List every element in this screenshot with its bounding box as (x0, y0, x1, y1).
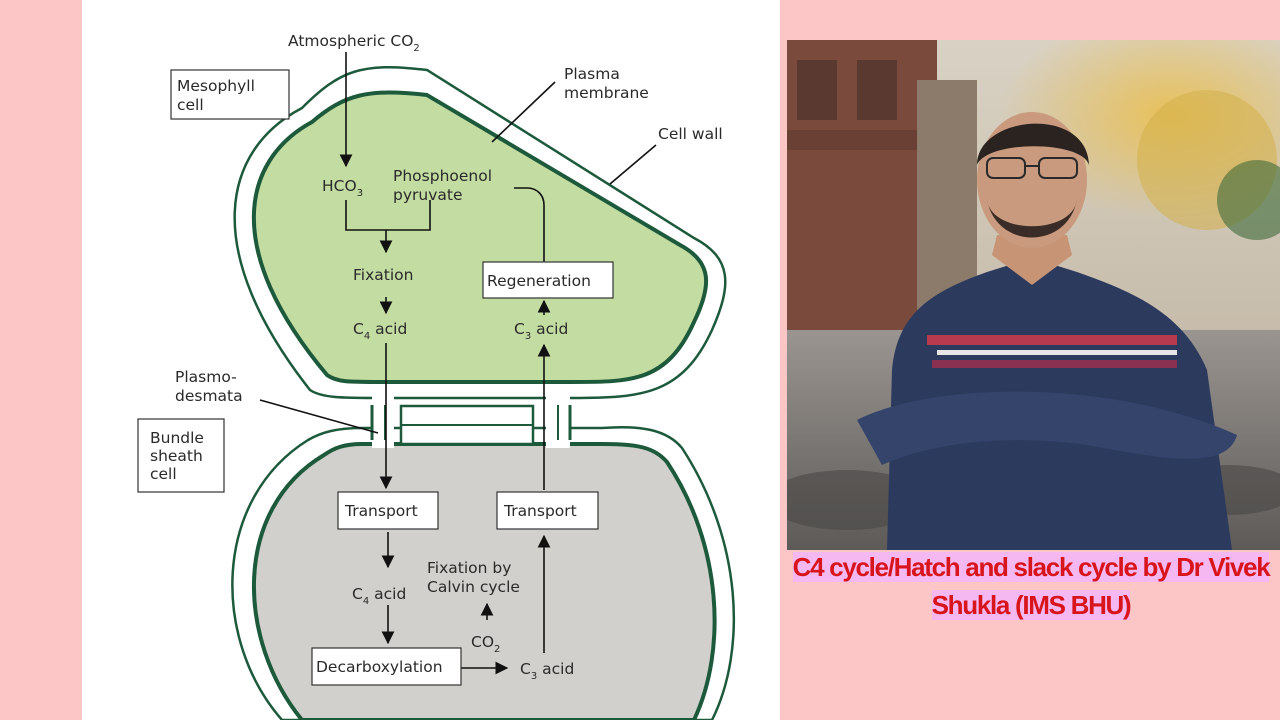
diagram-svg: Atmospheric CO2 Mesophyll cell Plasma me… (137, 32, 736, 720)
plasma-membrane-line1: Plasma (564, 65, 620, 83)
plasmodesmata-line1: Plasmo- (175, 368, 237, 386)
cell-wall-label: Cell wall (658, 125, 723, 143)
co2-bundle-label: CO2 (471, 633, 500, 655)
calvin-line2: Calvin cycle (427, 578, 520, 596)
plasma-membrane-line2: membrane (564, 84, 649, 102)
mesophyll-label-line2: cell (177, 96, 204, 114)
bundle-sheath-line2: sheath (150, 447, 203, 465)
presenter-photo-illustration (787, 40, 1280, 550)
plasmodesmata-line2: desmata (175, 387, 243, 405)
fixation-label: Fixation (353, 266, 413, 284)
transport-right-box (496, 491, 599, 530)
c4-acid-mesophyll-label: C4 acid (353, 320, 407, 342)
regeneration-box (482, 261, 614, 299)
bundle-sheath-line3: cell (150, 465, 177, 483)
c4-acid-bundle-label: C4 acid (352, 585, 406, 607)
transport-right-label: Transport (503, 502, 577, 520)
presenter-photo (787, 40, 1280, 550)
atmospheric-co2-label: Atmospheric CO2 (288, 32, 420, 54)
decarboxylation-label: Decarboxylation (316, 658, 443, 676)
transport-left-label: Transport (344, 502, 418, 520)
caption-text: C4 cycle/Hatch and slack cycle by Dr Viv… (792, 552, 1271, 620)
plasmodesma-left (372, 392, 394, 448)
bundle-sheath-line1: Bundle (150, 429, 204, 447)
video-caption: C4 cycle/Hatch and slack cycle by Dr Viv… (782, 548, 1280, 624)
pep-line2: pyruvate (393, 186, 463, 204)
c3-acid-bundle-label: C3 acid (520, 660, 574, 682)
bundle-sheath-label-box (137, 418, 225, 493)
c3-acid-mesophyll-label: C3 acid (514, 320, 568, 342)
c4-cycle-diagram: Atmospheric CO2 Mesophyll cell Plasma me… (82, 0, 780, 720)
hco3-label: HCO3 (322, 177, 363, 199)
calvin-line1: Fixation by (427, 559, 511, 577)
regeneration-label: Regeneration (487, 272, 591, 290)
transport-left-box (337, 491, 439, 530)
mesophyll-label-box (170, 69, 290, 120)
mesophyll-cytoplasm (251, 90, 709, 384)
decarboxylation-box (311, 647, 462, 686)
mesophyll-label-line1: Mesophyll (177, 77, 255, 95)
pep-line1: Phosphoenol (393, 167, 492, 185)
